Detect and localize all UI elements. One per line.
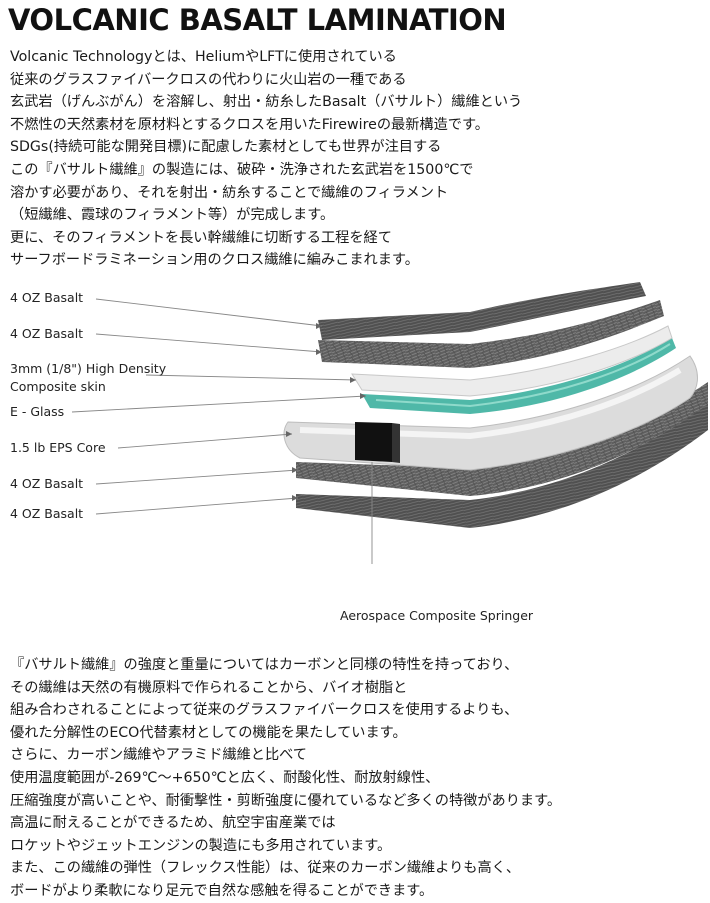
layer-label-basalt-4: 4 OZ Basalt	[10, 506, 83, 521]
intro-line: （短繊維、霞球のフィラメント等）が完成します。	[10, 207, 335, 224]
lamination-diagram: 4 OZ Basalt 4 OZ Basalt 3mm (1/8") High …	[10, 282, 708, 623]
intro-line: サーフボードラミネーション用のクロス繊維に編みこまれます。	[10, 252, 419, 269]
layer-label-basalt-1: 4 OZ Basalt	[10, 290, 83, 305]
intro-line: 従来のグラスファイバークロスの代わりに火山岩の一種である	[10, 71, 407, 88]
body-line: ロケットやジェットエンジンの製造にも多用されています。	[10, 837, 392, 854]
intro-line: 更に、そのフィラメントを長い幹繊維に切断する工程を経て	[10, 229, 392, 246]
body-line: また、この繊維の弾性（フレックス性能）は、従来のカーボン繊維よりも高く、	[10, 860, 521, 877]
layer-label-e-glass: E - Glass	[10, 404, 64, 419]
leader-line	[95, 298, 323, 327]
layer-basalt-bottom-2	[296, 402, 708, 528]
body-line: 使用温度範囲が-269℃〜+650℃と広く、耐酸化性、耐放射線性、	[10, 769, 440, 786]
body-line: 高温に耐えることができるため、航空宇宙産業では	[10, 815, 336, 832]
body-line: 優れた分解性のECO代替素材としての機能を果たしています。	[10, 724, 407, 741]
intro-line: 溶かす必要があり、それを射出・紡糸することで繊維のフィラメント	[10, 184, 449, 201]
leader-line	[117, 433, 293, 449]
body-line: 組み合わされることによって従来のグラスファイバークロスを使用するよりも、	[10, 702, 519, 719]
intro-line: Volcanic Technologyとは、HeliumやLFTに使用されている	[10, 49, 397, 65]
body-line: 圧縮強度が高いことや、耐衝撃性・剪断強度に優れているなど多くの特徴があります。	[10, 792, 562, 809]
intro-line: 不燃性の天然素材を原材料とするクロスを用いたFirewireの最新構造です。	[10, 116, 489, 133]
properties-paragraph: 『バサルト繊維』の強度と重量についてはカーボンと同様の特性を持っており、 その繊…	[10, 654, 561, 903]
body-line: その繊維は天然の有機原料で作られることから、バイオ樹脂と	[10, 679, 408, 696]
intro-line: 玄武岩（げんぶがん）を溶解し、射出・紡糸したBasalt（バサルト）繊維という	[10, 94, 523, 111]
layer-label-composite-skin: 3mm (1/8") High Density Composite skin	[10, 361, 170, 394]
intro-line: この『バサルト繊維』の製造には、破砕・洗浄された玄武岩を1500℃で	[10, 161, 474, 178]
layer-label-basalt-3: 4 OZ Basalt	[10, 476, 83, 491]
layer-basalt-top-1	[318, 282, 646, 340]
layer-basalt-bottom-1	[296, 382, 708, 496]
layer-composite-skin	[351, 325, 673, 397]
body-line: ボードがより柔軟になり足元で自然な感触を得ることができます。	[10, 882, 434, 899]
body-line: 『バサルト繊維』の強度と重量についてはカーボンと同様の特性を持っており、	[10, 657, 519, 673]
intro-paragraph: Volcanic Technologyとは、HeliumやLFTに使用されている…	[10, 46, 522, 272]
page-title: VOLCANIC BASALT LAMINATION	[8, 3, 507, 37]
leader-line	[95, 469, 299, 485]
layer-label-eps-core: 1.5 lb EPS Core	[10, 440, 106, 455]
leader-line	[95, 497, 299, 515]
intro-line: SDGs(持続可能な開発目標)に配慮した素材としても世界が注目する	[10, 139, 442, 156]
layer-basalt-top-2	[318, 300, 664, 368]
layer-label-basalt-2: 4 OZ Basalt	[10, 326, 83, 341]
leader-line	[71, 395, 367, 413]
stringer-caption: Aerospace Composite Springer	[340, 608, 534, 623]
leader-line	[95, 333, 323, 353]
leader-line	[145, 374, 357, 381]
stringer	[355, 422, 392, 462]
body-line: さらに、カーボン繊維やアラミド繊維と比べて	[10, 747, 307, 764]
